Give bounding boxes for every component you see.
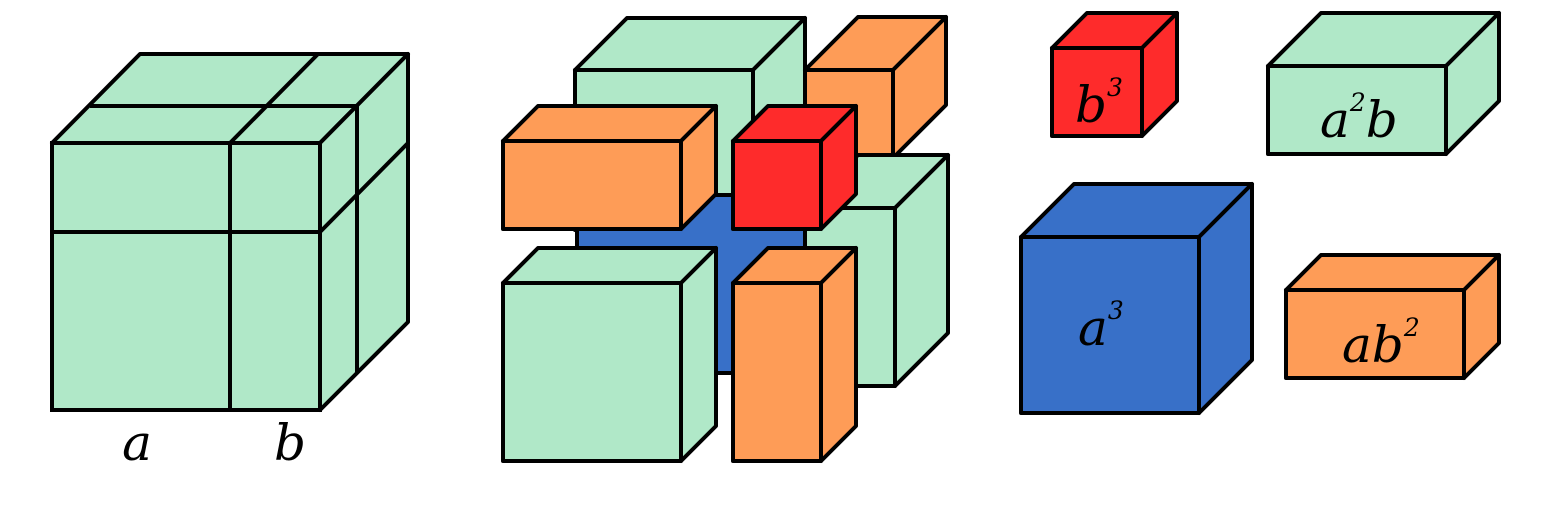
exploded-front-orange-bottom-right [731, 246, 858, 463]
exploded-front-orange-left [501, 104, 718, 231]
label-a-squared-b-base: a [1320, 91, 1350, 149]
individual-pieces [1019, 11, 1501, 415]
exploded-front-green-bottom-left-front-face [501, 281, 683, 463]
piece-a-squared-b [1266, 11, 1501, 156]
label-a-b-squared: ab2 [1342, 313, 1420, 374]
edge-label-a: a [122, 414, 152, 472]
piece-labels: b3 a2b a3 ab2 [1075, 73, 1420, 374]
piece-a-cubed [1019, 182, 1254, 415]
piece-a-squared-b-front-face [1266, 64, 1448, 156]
exploded-cube [501, 15, 950, 463]
exploded-front-red-cube [731, 104, 858, 231]
exploded-front-green-bottom-left [501, 246, 718, 463]
edge-label-b: b [274, 414, 306, 472]
label-a-cubed: a3 [1078, 296, 1124, 357]
piece-a-b-squared [1284, 253, 1501, 380]
exploded-front-orange-bottom-right-front-face [731, 281, 823, 463]
label-a-cubed-exponent: 3 [1108, 296, 1124, 325]
label-a-cubed-base: a [1078, 299, 1108, 357]
assembled-cube-division-lines [52, 52, 410, 410]
label-a-b-squared-base: ab [1342, 316, 1404, 374]
piece-b-cubed-front-face [1050, 46, 1144, 138]
assembled-cube: a b [50, 52, 410, 472]
label-a-b-squared-exponent: 2 [1403, 313, 1420, 342]
exploded-front-orange-left-front-face [501, 139, 683, 231]
label-a-squared-b-exponent: 2 [1349, 88, 1366, 117]
label-b-cubed-exponent: 3 [1107, 73, 1123, 102]
piece-b-cubed [1050, 11, 1179, 138]
label-a-squared-b: a2b [1320, 88, 1398, 149]
label-a-squared-b-suffix: b [1366, 91, 1398, 149]
exploded-front-green-bottom-left-side-face [679, 246, 718, 463]
piece-a-b-squared-front-face [1284, 288, 1466, 380]
label-b-cubed: b3 [1075, 73, 1123, 134]
label-b-cubed-base: b [1075, 76, 1107, 134]
assembled-cube-front-face [50, 141, 322, 412]
exploded-front-red-cube-front-face [731, 139, 823, 231]
piece-a-cubed-front-face [1019, 235, 1201, 415]
exploded-front-orange-bottom-right-side-face [819, 246, 858, 463]
